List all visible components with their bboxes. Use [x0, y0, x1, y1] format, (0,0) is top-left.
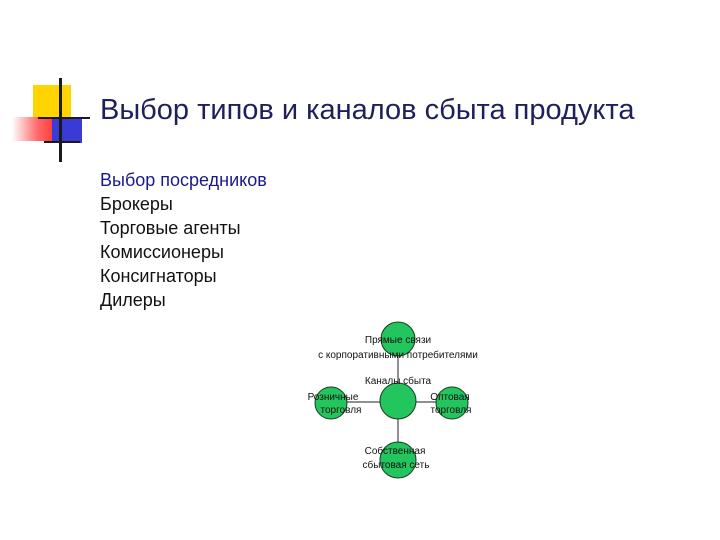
list-item: Торговые агенты — [100, 218, 241, 238]
horizontal-line-decoration — [38, 117, 90, 119]
label-center: Каналы сбыта — [365, 375, 432, 387]
node-retail — [314, 386, 348, 420]
label-right-line2: торговля — [431, 405, 472, 416]
label-top-line1: Прямые связи — [365, 335, 431, 346]
node-sales-channels — [379, 382, 417, 420]
list-item: Комиссионеры — [100, 242, 224, 262]
slide-title: Выбор типов и каналов сбыта продукта — [100, 94, 635, 126]
node-direct-links — [380, 321, 416, 357]
label-bottom-line1: Собственная — [365, 445, 426, 457]
node-own-network — [379, 441, 417, 479]
blue-square-decoration — [52, 117, 82, 143]
list-item: Консигнаторы — [100, 266, 217, 286]
label-left-line2: торговля — [321, 405, 362, 416]
list-item: Брокеры — [100, 194, 173, 214]
label-left-line1: Розничные — [308, 392, 359, 403]
list-item: Дилеры — [100, 290, 166, 310]
yellow-square-decoration — [33, 85, 71, 123]
sales-channels-diagram: Прямые связи с корпоративными потребител… — [308, 321, 478, 479]
label-right-line1: Оптовая — [430, 392, 469, 403]
vertical-line-decoration — [59, 78, 62, 162]
label-top-line2: с корпоративными потребителями — [318, 349, 478, 361]
list-heading: Выбор посредников — [100, 170, 267, 190]
node-wholesale — [435, 386, 469, 420]
red-square-decoration — [12, 117, 54, 141]
label-bottom-line2: сбытовая сеть — [363, 459, 430, 471]
intermediaries-list: Выбор посредников Брокеры Торговые агент… — [100, 168, 267, 312]
horizontal-line-decoration-lower — [44, 141, 80, 143]
slide-logo-decoration — [0, 0, 100, 170]
